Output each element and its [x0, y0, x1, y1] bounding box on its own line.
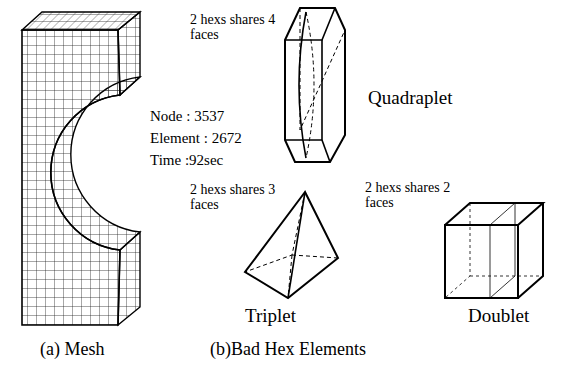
mesh-side-face: [118, 232, 140, 325]
hex-note: 2 hexs shares 2 faces: [365, 180, 461, 211]
hex-front-face: [445, 225, 518, 298]
subfigure-caption: (a) Mesh: [40, 340, 104, 360]
hex-name: Quadraplet: [368, 88, 452, 109]
quadraplet-figure: [285, 8, 345, 162]
hex-name: Doublet: [468, 306, 529, 327]
mesh-stat: Element : 2672: [150, 130, 242, 147]
subfigure-caption: (b)Bad Hex Elements: [210, 340, 366, 360]
hidden-edge: [245, 192, 338, 272]
hex-outline: [245, 192, 338, 298]
mesh-block: [22, 12, 140, 325]
hex-edge: [285, 40, 322, 140]
doublet-figure: [445, 203, 543, 298]
triplet-figure: [245, 192, 338, 298]
hex-edge: [288, 192, 305, 298]
mesh-stat: Node : 3537: [150, 108, 224, 125]
hex-edge: [322, 140, 330, 162]
hidden-edge: [300, 8, 345, 130]
hidden-edge: [445, 203, 543, 298]
mesh-front-face: [22, 30, 120, 325]
hex-note: 2 hexs shares 4 faces: [190, 12, 286, 43]
hidden-edge: [288, 255, 292, 298]
hex-note: 2 hexs shares 3 faces: [190, 182, 286, 213]
mesh-stat: Time :92sec: [150, 152, 223, 169]
hidden-edge: [306, 12, 314, 158]
hex-edge: [445, 203, 543, 298]
shared-face: [490, 203, 515, 298]
hex-outline: [285, 8, 345, 162]
hex-name: Triplet: [245, 306, 296, 327]
